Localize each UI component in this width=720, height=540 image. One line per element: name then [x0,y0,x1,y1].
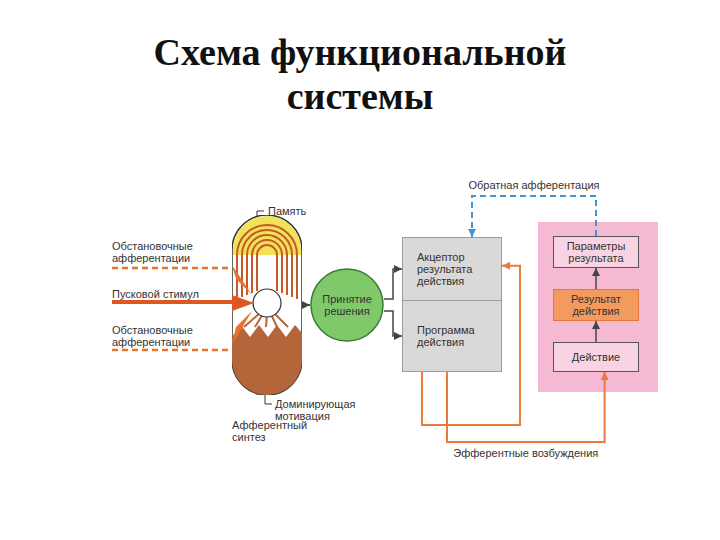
input-line [112,300,248,304]
text-block: Принятие решения [315,293,379,317]
decision-circle [311,269,383,341]
node-text: Параметры результата [559,240,633,264]
input-line [112,349,240,352]
node-text: Акцептор результата действия [417,251,496,287]
label: Обстановочные афферентации [112,240,237,264]
pink-panel [538,222,658,392]
context-wedge [232,265,252,295]
text-block: Акцептор результата действия [417,251,496,287]
node-heading: Афферентный синтез [232,419,322,443]
node-circle: Принятие решения [310,268,384,342]
connector [302,304,310,306]
text-block: Параметры результата [559,240,633,264]
node-grey: Программа действия [402,300,502,372]
memory-trace [257,245,277,291]
text-block: Программа действия [417,324,496,348]
connector [472,196,596,237]
title: Схема функциональной системы [120,30,600,118]
capsule-outline [232,215,302,395]
node-pinkbox: Действие [553,342,639,372]
label: Доминирующая мотивация [275,398,385,422]
input-line [112,267,240,270]
node-text: Действие [572,351,620,363]
motivation-trace [274,313,288,327]
stimulus-wedge [232,295,254,311]
label: Память [268,205,358,217]
motivation-zone [232,325,302,395]
connector [447,372,605,442]
context-wedge [232,311,252,345]
node-grey: Акцептор результата действия [402,237,502,301]
text-block: Действие [572,351,620,363]
node-text: Результат действия [559,293,633,317]
label: Обстановочные афферентации [112,324,237,348]
capsule-shape [232,215,302,395]
edge-label: Обратная афферентация [465,179,602,191]
node-orangebox: Результат действия [553,289,639,321]
node-capsule: Афферентный синтез [232,215,322,443]
connector [384,311,402,336]
text-block: Результат действия [559,293,633,317]
connector [595,321,597,342]
node-text: Принятие решения [315,293,379,317]
node-text: Программа действия [417,324,496,348]
connector [595,268,597,289]
edge-label: Эфферентные возбуждения [450,447,601,459]
memory-trace [247,235,287,295]
synthesis-core [253,289,281,317]
memory-trace [242,230,292,297]
memory-trace [252,240,282,293]
label: Пусковой стимул [112,288,237,300]
connector [384,269,402,299]
node-pinkbox: Параметры результата [553,236,639,268]
